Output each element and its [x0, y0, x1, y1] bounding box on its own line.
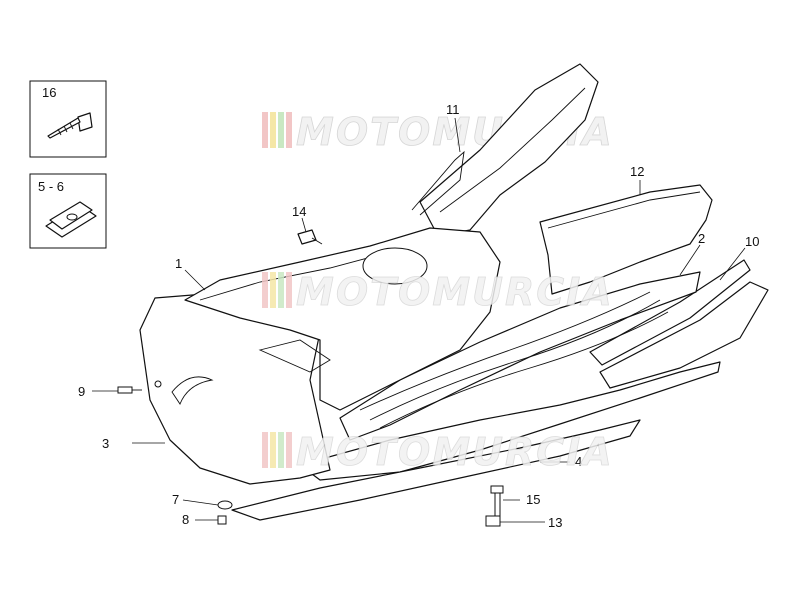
callout-12: 12	[630, 164, 644, 179]
callout-10: 10	[745, 234, 759, 249]
callout-15: 15	[526, 492, 540, 507]
callout-7: 7	[172, 492, 179, 507]
watermark-text: MOTOMURCIA	[296, 430, 614, 474]
callout-14: 14	[292, 204, 306, 219]
inset-clip-box: 5 - 6	[29, 173, 107, 249]
bolt-15	[490, 485, 504, 518]
callout-9: 9	[78, 384, 85, 399]
nut-13	[485, 515, 501, 527]
callout-3: 3	[102, 436, 109, 451]
screw-9	[117, 386, 142, 394]
rear-side-panel	[539, 184, 713, 295]
floor-undertray	[299, 361, 721, 481]
callout-8: 8	[182, 512, 189, 527]
side-rail-right	[599, 281, 769, 389]
side-rail-left	[589, 259, 751, 366]
callout-2: 2	[698, 231, 705, 246]
callout-13: 13	[548, 515, 562, 530]
spring-clip-nut-icon	[45, 201, 97, 238]
washer-7	[217, 500, 233, 510]
screw-8	[217, 515, 227, 525]
inset-screw-label: 16	[42, 85, 56, 100]
screw-14	[297, 229, 323, 245]
callout-4: 4	[575, 454, 582, 469]
watermark-text: MOTOMURCIA	[296, 270, 614, 314]
footboard	[339, 271, 701, 441]
callout-1: 1	[175, 256, 182, 271]
watermark-logo-bottom: MOTOMURCIA	[262, 430, 614, 474]
inset-clip-label: 5 - 6	[38, 179, 64, 194]
watermark-logo-middle: MOTOMURCIA	[262, 270, 614, 314]
floor-extension	[231, 419, 641, 521]
self-tapping-screw-icon	[47, 112, 93, 139]
callout-11: 11	[446, 102, 460, 117]
inset-screw-box: 16	[29, 80, 107, 158]
